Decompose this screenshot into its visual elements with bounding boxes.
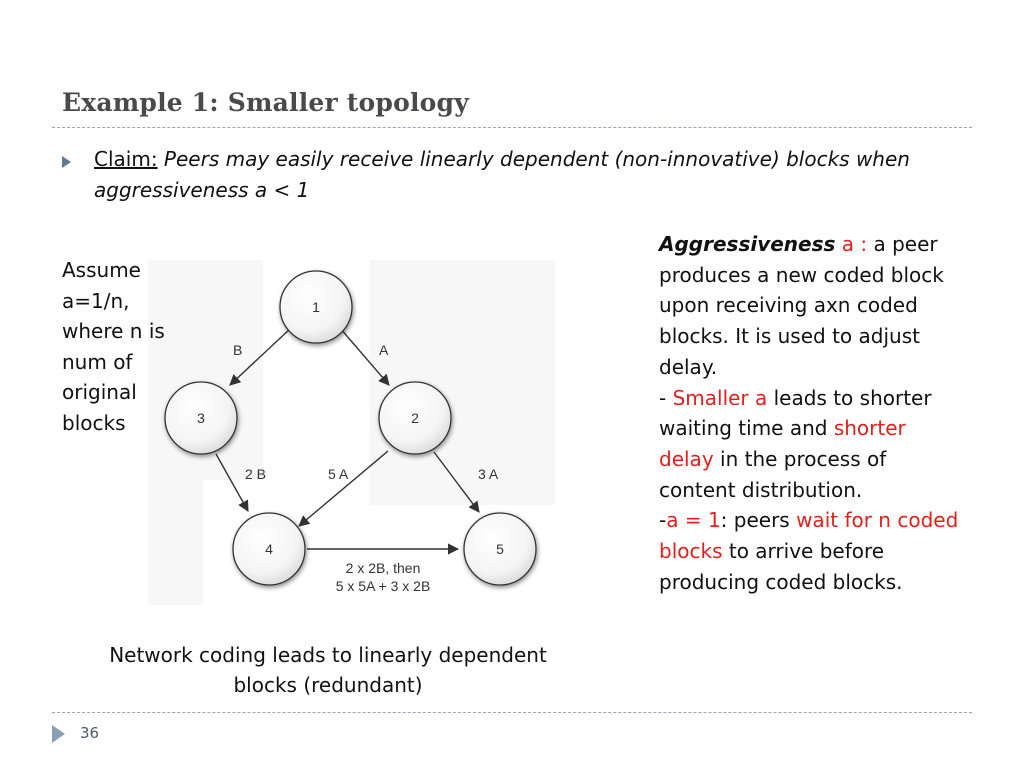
assumption-line: Assume — [62, 258, 141, 282]
assumption-line: blocks — [62, 410, 126, 435]
node-2-label: 2 — [411, 410, 419, 426]
node-4-label: 4 — [265, 541, 273, 557]
definition-paragraph: Aggressiveness a : a peer produces a new… — [659, 229, 959, 383]
a-equals-one-text-end: to arrive before producing coded blocks. — [659, 539, 903, 594]
smaller-a-text-end: in the process of content distribution. — [659, 446, 887, 502]
claim-label: Claim: — [94, 147, 158, 171]
slide-title: Example 1: Smaller topology — [62, 88, 469, 117]
node-1-label: 1 — [312, 299, 320, 315]
title-divider — [52, 127, 972, 128]
a-equals-one-highlight: a = 1 — [666, 508, 721, 533]
edge-1-to-2 — [339, 327, 390, 386]
a-equals-one-point: -a = 1: peers wait for n coded blocks to… — [659, 505, 959, 597]
node-2 — [378, 381, 452, 455]
node-5-label: 5 — [496, 541, 504, 557]
aggressiveness-var: a : — [841, 232, 868, 256]
topology-svg: 1 2 3 4 5 B A 2 B 5 A 3 A 2 x 2B, then 5… — [148, 260, 555, 605]
footer-arrow-icon — [52, 725, 65, 743]
footer-divider — [52, 712, 972, 713]
edge-label-2-4: 5 A — [328, 466, 349, 482]
smaller-a-highlight: Smaller a — [672, 385, 768, 410]
assumption-line: a=1/n, — [62, 288, 130, 313]
edge-label-2-5: 3 A — [478, 466, 499, 482]
assumption-line: where n is — [62, 319, 165, 343]
wait-highlight: wait for n coded blocks — [659, 508, 959, 564]
node-3-label: 3 — [197, 410, 205, 426]
network-topology-diagram: 1 2 3 4 5 B A 2 B 5 A 3 A 2 x 2B, then 5… — [148, 255, 558, 610]
node-5 — [463, 512, 537, 586]
bullet-arrow-icon — [62, 156, 71, 168]
claim-bullet: Claim: Peers may easily receive linearly… — [94, 144, 934, 206]
figure-caption: Network coding leads to linearly depende… — [109, 643, 547, 697]
edge-2-to-4 — [298, 450, 389, 527]
edge-label-3-4: 2 B — [245, 466, 266, 482]
aggressiveness-term: Aggressiveness — [659, 232, 836, 256]
smaller-a-point: - Smaller a leads to shorter waiting tim… — [659, 383, 959, 506]
edge-3-to-4 — [215, 453, 249, 512]
page-number: 36 — [80, 724, 100, 742]
edge-2-to-5 — [433, 451, 480, 513]
assumption-line: original — [62, 380, 137, 404]
node-1 — [279, 270, 353, 344]
smaller-a-text: leads to shorter waiting time and — [659, 385, 932, 441]
assumption-text: Assume a=1/n, where n is num of original… — [62, 255, 182, 438]
node-3 — [164, 381, 238, 455]
edge-label-1-2: A — [379, 342, 389, 358]
edge-label-1-3: B — [233, 342, 242, 358]
assumption-line: num of — [62, 349, 133, 374]
edge-label-4-5-line-2: 5 x 5A + 3 x 2B — [336, 578, 431, 594]
dash: - — [659, 385, 667, 410]
node-4 — [232, 512, 306, 586]
claim-text: Peers may easily receive linearly depend… — [94, 147, 910, 202]
edge-1-to-3 — [229, 327, 292, 386]
aggressiveness-explanation: Aggressiveness a : a peer produces a new… — [659, 229, 959, 597]
definition-text: a peer produces a new coded block upon r… — [659, 232, 944, 379]
dash: - — [659, 508, 667, 533]
shorter-delay-highlight: shorter delay — [659, 416, 906, 471]
figure-background — [148, 260, 555, 605]
a-equals-one-text: : peers — [720, 508, 790, 533]
edge-label-4-5-line-1: 2 x 2B, then — [346, 560, 421, 576]
